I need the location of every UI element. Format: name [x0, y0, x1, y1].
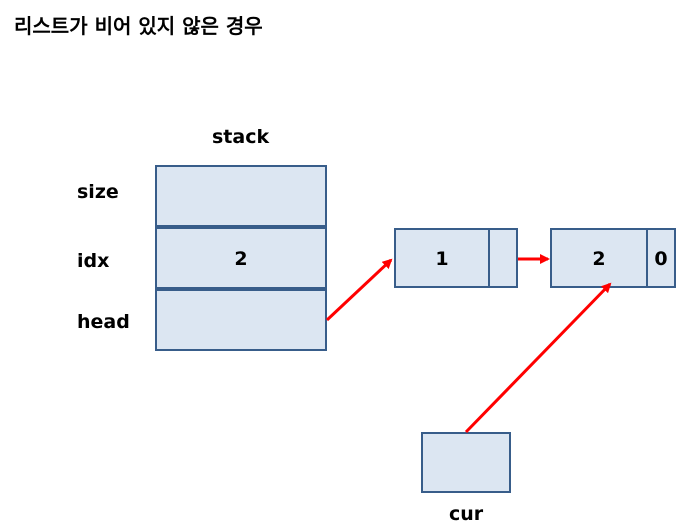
stack-idx-value: 2	[234, 248, 248, 270]
stack-head-cell	[155, 289, 327, 351]
size-label: size	[77, 181, 119, 203]
head-to-node-1-arrow	[325, 258, 393, 322]
node-1-value: 1	[435, 248, 449, 270]
node-1-next-cell	[488, 228, 518, 288]
head-label: head	[77, 311, 130, 333]
node-1-value-cell: 1	[394, 228, 490, 288]
page-title: 리스트가 비어 있지 않은 경우	[14, 14, 263, 38]
cur-to-node-2-arrow	[464, 282, 612, 434]
stack-idx-cell: 2	[155, 227, 327, 289]
cur-pointer-box	[421, 432, 511, 493]
node-2-next-cell: 0	[646, 228, 676, 288]
stack-size-cell	[155, 165, 327, 227]
node-2-value-cell: 2	[550, 228, 648, 288]
stack-label: stack	[212, 126, 270, 148]
cur-label: cur	[449, 503, 484, 525]
node-2-next: 0	[654, 248, 668, 270]
node-2-value: 2	[592, 248, 606, 270]
idx-label: idx	[77, 250, 110, 272]
